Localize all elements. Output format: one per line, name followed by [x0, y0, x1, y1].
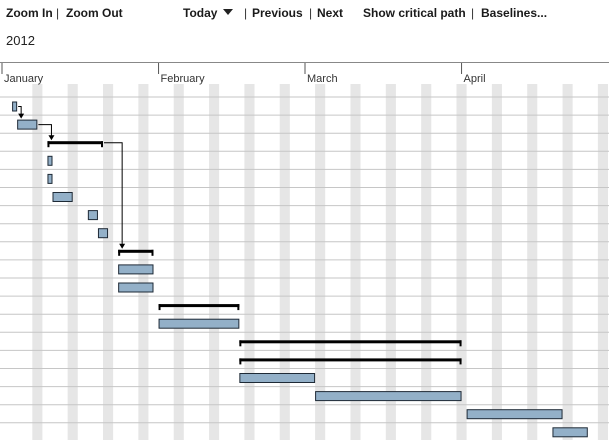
- gantt-timeline[interactable]: January February March April: [0, 62, 609, 440]
- weekend-band: [173, 62, 184, 440]
- month-label: February: [161, 73, 206, 85]
- summary-bar-start-tick: [158, 304, 161, 311]
- dependency-arrow: [104, 142, 123, 245]
- task-bar[interactable]: [47, 173, 53, 184]
- year-label: 2012: [6, 33, 35, 48]
- weekend-band: [456, 62, 467, 440]
- weekend-band: [562, 62, 573, 440]
- weekend-band: [315, 62, 326, 440]
- month-label: January: [4, 73, 44, 85]
- chevron-down-icon: [223, 9, 234, 15]
- dependency-arrow-head: [119, 243, 126, 249]
- task-bar[interactable]: [118, 282, 154, 293]
- task-bar[interactable]: [552, 427, 588, 438]
- summary-bar[interactable]: [47, 141, 103, 145]
- show-critical-path-button[interactable]: Show critical path: [363, 6, 466, 20]
- summary-bar-start-tick: [118, 249, 121, 256]
- dependency-arrow: [38, 124, 52, 137]
- task-bar[interactable]: [239, 373, 316, 383]
- next-button[interactable]: Next: [317, 6, 344, 20]
- weekend-band: [103, 62, 114, 440]
- summary-bar-end-tick: [459, 358, 462, 365]
- summary-bar-start-tick: [47, 141, 50, 148]
- month-label: March: [307, 73, 338, 85]
- weekend-band: [350, 62, 361, 440]
- weekend-band: [67, 62, 78, 440]
- task-bar[interactable]: [466, 409, 563, 420]
- task-bar[interactable]: [87, 210, 98, 221]
- summary-bar-end-tick: [101, 141, 103, 148]
- dependency-arrow-head: [48, 135, 55, 141]
- weekend-band: [491, 62, 502, 440]
- task-bar[interactable]: [52, 192, 73, 202]
- task-bar[interactable]: [315, 391, 462, 402]
- gantt-toolbar: Zoom In | Zoom Out Today | Previous | Ne…: [0, 0, 609, 26]
- summary-bar[interactable]: [158, 304, 240, 308]
- task-bar[interactable]: [47, 155, 53, 166]
- weekend-band: [597, 62, 608, 440]
- weekend-band: [209, 62, 220, 440]
- task-bar[interactable]: [97, 228, 109, 239]
- task-bar[interactable]: [118, 264, 154, 275]
- toolbar-separator: |: [244, 6, 248, 20]
- summary-bar[interactable]: [239, 358, 462, 362]
- toolbar-separator: |: [471, 6, 475, 20]
- weekend-band: [421, 62, 432, 440]
- dependency-arrow: [18, 106, 22, 115]
- weekend-band: [279, 62, 290, 440]
- weekend-band: [385, 62, 396, 440]
- today-label: Today: [183, 6, 218, 20]
- task-bar[interactable]: [12, 101, 18, 112]
- task-bar[interactable]: [17, 119, 38, 130]
- weekend-band: [527, 62, 538, 440]
- summary-bar-end-tick: [151, 249, 154, 256]
- weekend-band: [244, 62, 255, 440]
- baselines-button[interactable]: Baselines...: [481, 6, 548, 20]
- zoom-in-button[interactable]: Zoom In: [6, 6, 53, 20]
- task-bar[interactable]: [158, 318, 240, 329]
- summary-bar[interactable]: [239, 340, 462, 344]
- summary-bar-end-tick: [459, 340, 462, 347]
- previous-button[interactable]: Previous: [252, 6, 303, 20]
- summary-bar-start-tick: [239, 358, 242, 365]
- zoom-out-button[interactable]: Zoom Out: [66, 6, 123, 20]
- toolbar-separator: |: [309, 6, 313, 20]
- summary-bar-end-tick: [237, 304, 240, 311]
- summary-bar-start-tick: [239, 340, 242, 347]
- dependency-arrow-head: [18, 113, 25, 119]
- weekend-band: [32, 62, 43, 440]
- toolbar-separator: |: [56, 6, 60, 20]
- summary-bar[interactable]: [118, 249, 154, 253]
- today-dropdown[interactable]: Today: [183, 6, 234, 20]
- month-label: April: [464, 73, 486, 85]
